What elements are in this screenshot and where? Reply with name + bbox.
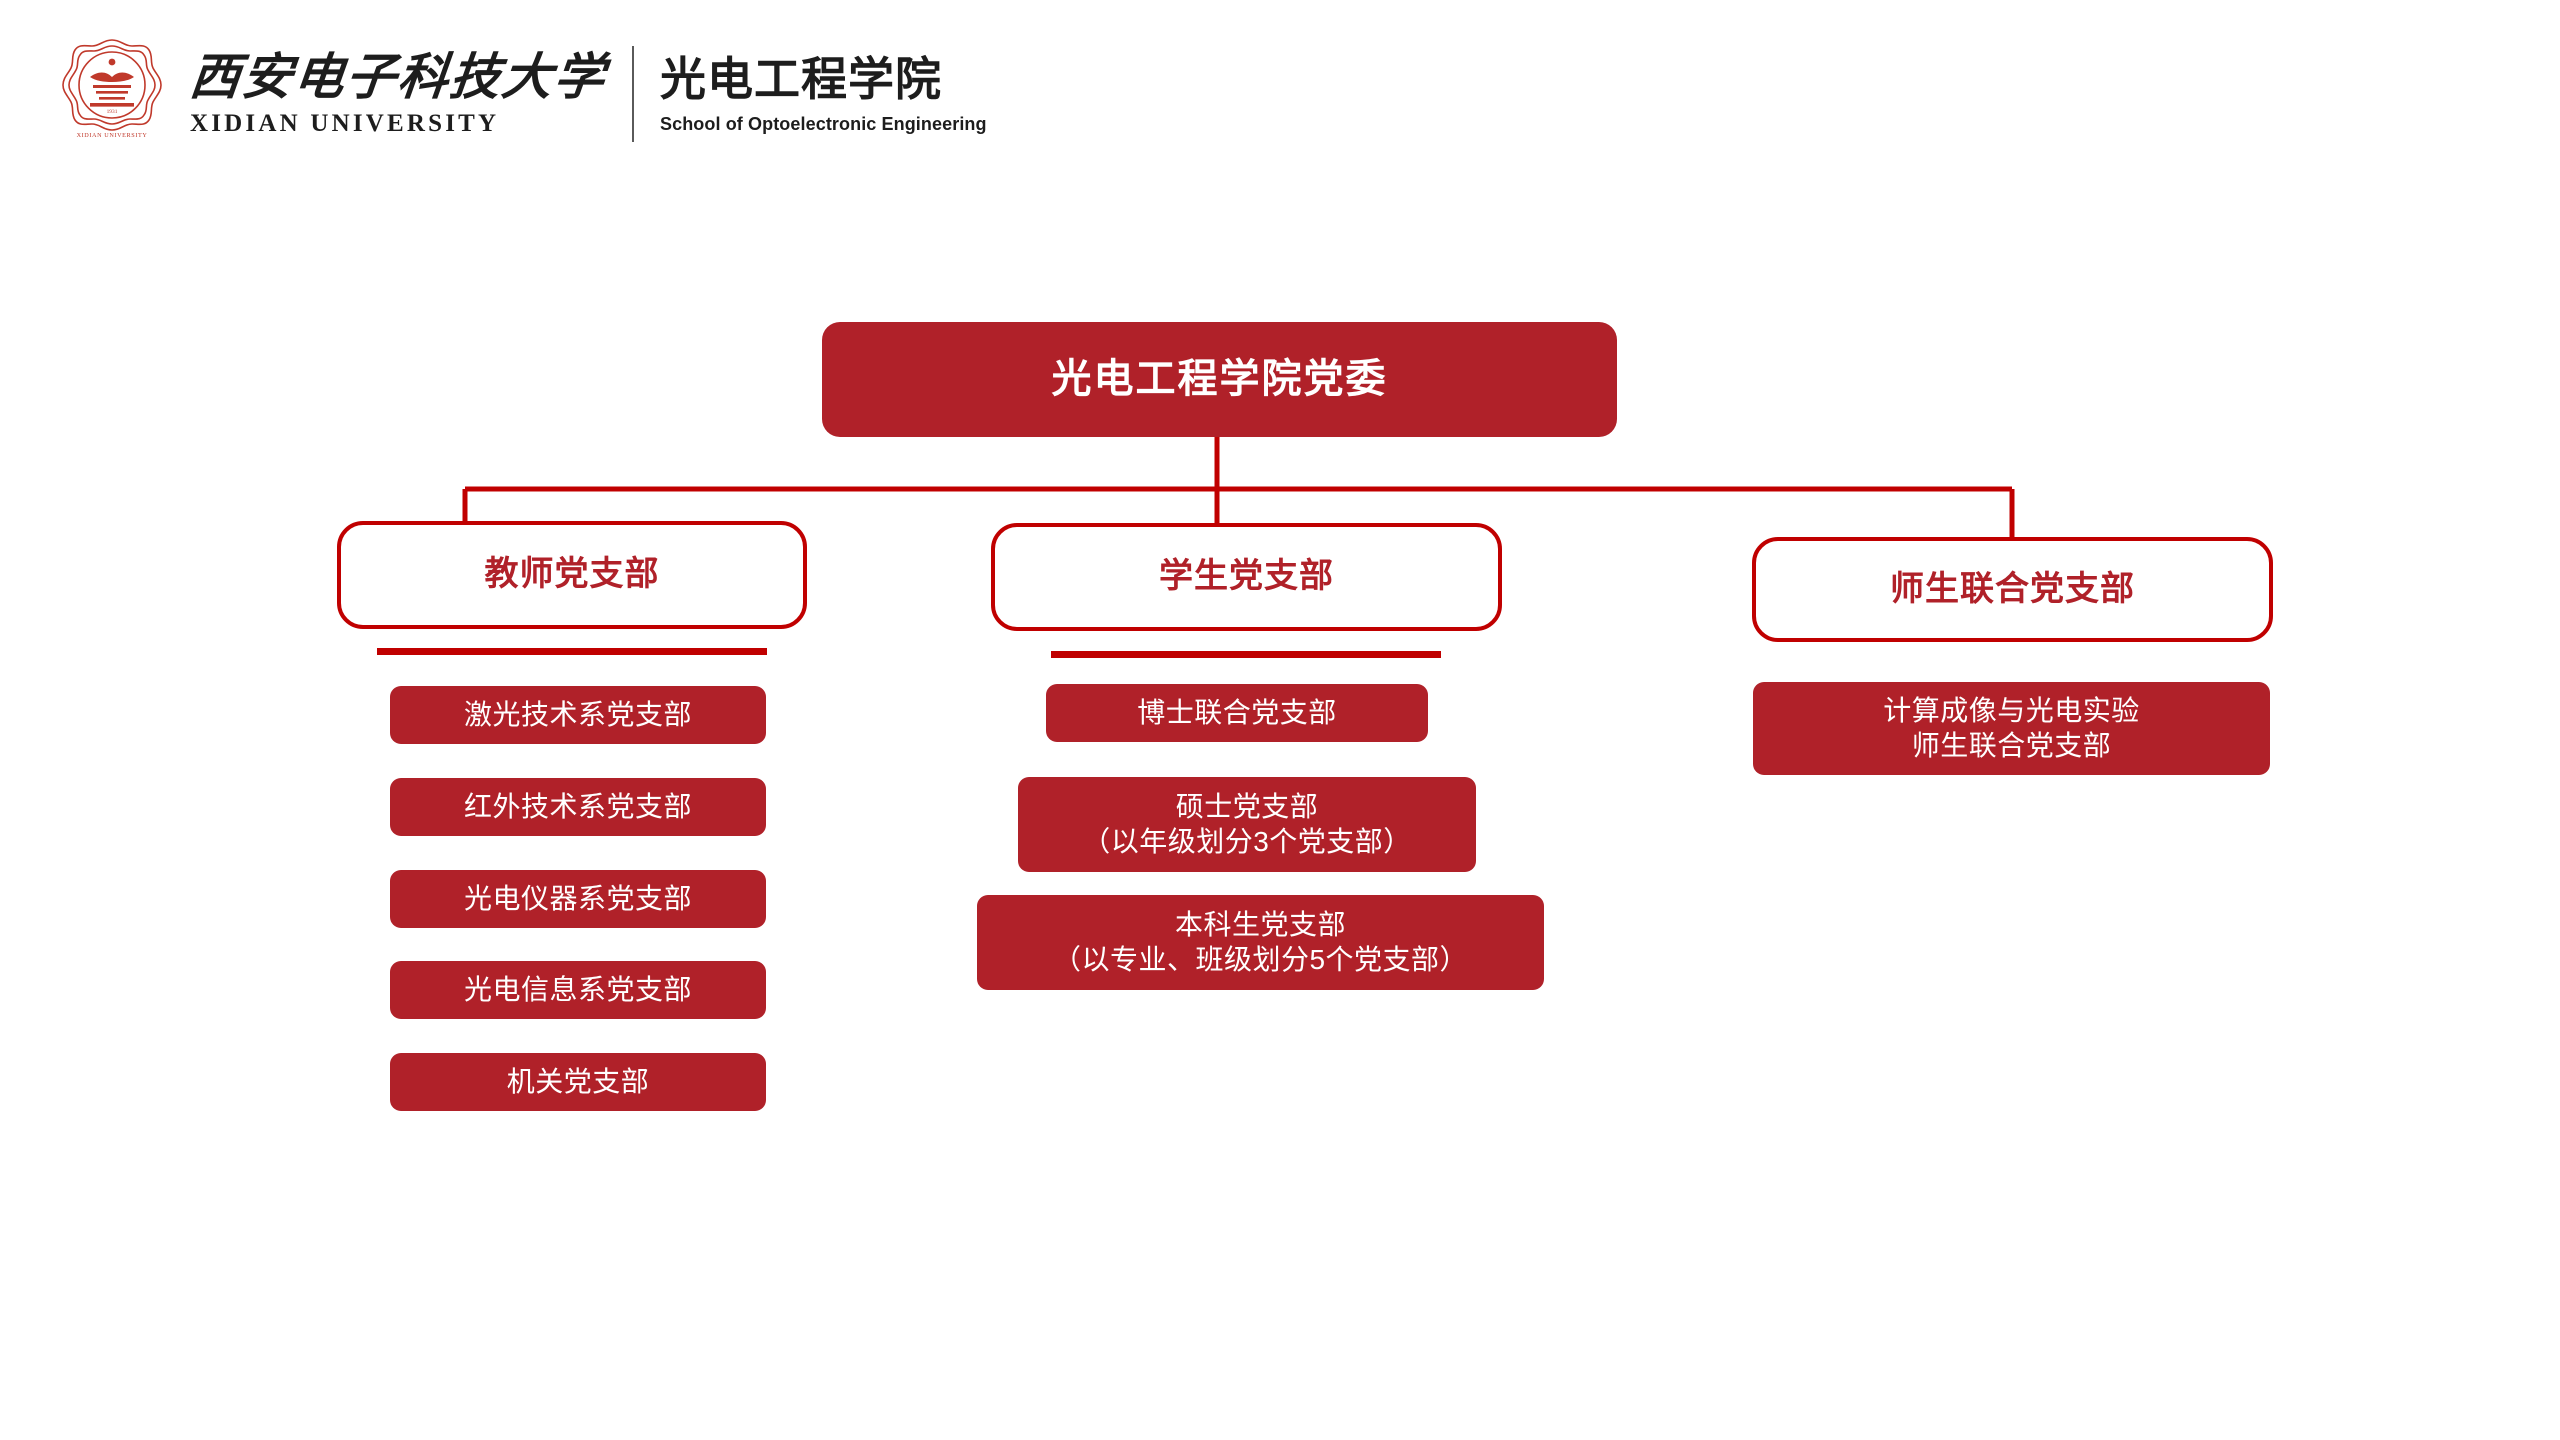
leaf-doctoral-joint-branch[interactable]: 博士联合党支部 xyxy=(1046,684,1428,742)
svg-text:XIDIAN UNIVERSITY: XIDIAN UNIVERSITY xyxy=(77,132,148,139)
brand-header: 1931 XIDIAN UNIVERSITY 西安电子科技大学 XIDIAN U… xyxy=(60,34,987,154)
node-label: 学生党支部 xyxy=(1159,557,1334,596)
node-label: 师生联合党支部 xyxy=(1890,569,2135,608)
node-branch-teacher[interactable]: 教师党支部 xyxy=(337,521,807,629)
leaf-optoelectronic-information-dept[interactable]: 光电信息系党支部 xyxy=(390,961,766,1019)
node-label-line2: （以专业、班级划分5个党支部） xyxy=(1052,943,1469,975)
svg-text:1931: 1931 xyxy=(107,109,118,115)
leaf-infrared-tech-dept[interactable]: 红外技术系党支部 xyxy=(390,778,766,836)
node-label: 红外技术系党支部 xyxy=(463,790,692,822)
school-wordmark: 光电工程学院 School of Optoelectronic Engineer… xyxy=(660,39,987,149)
node-root-party-committee[interactable]: 光电工程学院党委 xyxy=(822,322,1617,437)
node-label-line1: 硕士党支部 xyxy=(1175,791,1319,823)
leaf-optoelectronic-instrument-dept[interactable]: 光电仪器系党支部 xyxy=(390,870,766,928)
node-label: 激光技术系党支部 xyxy=(463,698,692,730)
node-label-line1: 本科生党支部 xyxy=(1174,909,1346,941)
node-label-line2: （以年级划分3个党支部） xyxy=(1082,825,1412,857)
node-label-line1: 计算成像与光电实验 xyxy=(1883,695,2140,727)
node-label: 硕士党支部 （以年级划分3个党支部） xyxy=(1082,790,1412,858)
node-label: 机关党支部 xyxy=(506,1065,650,1097)
university-wordmark: 西安电子科技大学 XIDIAN UNIVERSITY xyxy=(187,39,609,149)
leaf-computational-imaging-joint-branch[interactable]: 计算成像与光电实验 师生联合党支部 xyxy=(1753,682,2270,775)
leaf-master-branch[interactable]: 硕士党支部 （以年级划分3个党支部） xyxy=(1018,777,1476,872)
node-label: 光电仪器系党支部 xyxy=(463,882,692,914)
node-branch-student[interactable]: 学生党支部 xyxy=(991,523,1502,631)
university-name-en: XIDIAN UNIVERSITY xyxy=(190,110,500,137)
node-label: 计算成像与光电实验 师生联合党支部 xyxy=(1883,694,2140,762)
xidian-university-seal-icon: 1931 XIDIAN UNIVERSITY xyxy=(60,37,164,151)
node-label: 博士联合党支部 xyxy=(1137,696,1337,728)
node-label: 教师党支部 xyxy=(484,555,660,594)
node-label: 光电信息系党支部 xyxy=(463,973,692,1005)
leaf-administration[interactable]: 机关党支部 xyxy=(390,1053,766,1111)
node-branch-joint[interactable]: 师生联合党支部 xyxy=(1752,537,2273,642)
node-label: 本科生党支部 （以专业、班级划分5个党支部） xyxy=(1053,908,1468,976)
school-name-cn: 光电工程学院 xyxy=(660,52,942,105)
divider-student-column xyxy=(1051,651,1441,658)
divider-teacher-column xyxy=(377,648,767,655)
leaf-laser-tech-dept[interactable]: 激光技术系党支部 xyxy=(390,686,766,744)
leaf-undergraduate-branch[interactable]: 本科生党支部 （以专业、班级划分5个党支部） xyxy=(977,895,1544,990)
school-name-en: School of Optoelectronic Engineering xyxy=(660,113,987,134)
node-label-line2: 师生联合党支部 xyxy=(1911,729,2112,761)
brand-divider xyxy=(632,46,634,142)
node-label: 光电工程学院党委 xyxy=(1051,357,1388,402)
